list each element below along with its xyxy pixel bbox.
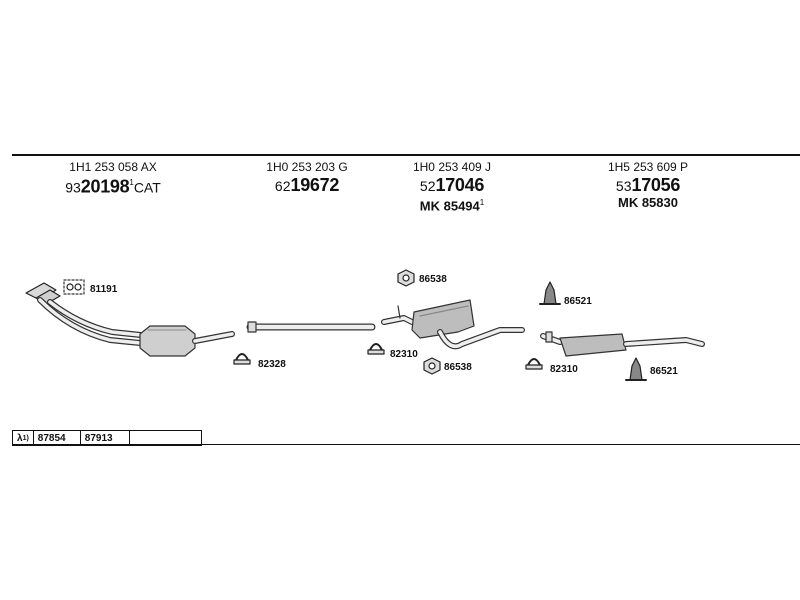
oem-number: 1H1 253 058 AX [69,160,157,174]
table-cell: 87854 [34,431,81,445]
oem-number: 1H5 253 609 P [607,160,689,174]
group-catalyst: 1H1 253 058 AX 93201981CAT [58,160,168,197]
hanger-icon [625,357,647,381]
footer-rule [12,444,800,445]
group-middle-silencer: 1H0 253 409 J 5217046 MK 854941 [397,160,507,214]
header-rule [12,154,800,156]
rubber-ring-icon [423,357,441,375]
front-pipe [246,321,376,333]
clamp-label: 82328 [258,359,286,370]
manifold-downpipe [25,282,153,347]
table-cell-empty [130,431,201,445]
gasket-label: 81191 [90,284,118,295]
clamp-icon [525,358,543,370]
part-number: 93201981CAT [65,176,161,197]
clamp-icon [233,353,251,365]
gasket-icon [63,279,85,295]
hanger-label: 86521 [650,366,678,377]
rubber-ring-label: 86538 [419,274,447,285]
oem-number: 1H0 253 203 G [266,160,348,174]
rubber-ring-icon [397,269,415,287]
part-number: 5217046 [419,175,485,195]
mounting-kit-number: MK 85830 [618,195,678,210]
group-rear-silencer: 1H5 253 609 P 5317056 MK 85830 [593,160,703,211]
catalytic-converter [139,325,235,357]
oem-number: 1H0 253 409 J [412,160,492,174]
clamp-label: 82310 [550,364,578,375]
hanger-icon [539,281,561,305]
table-cell: 87913 [81,431,130,445]
hanger-label: 86521 [564,296,592,307]
group-front-pipe: 1H0 253 203 G 6219672 [252,160,362,195]
rear-silencer [540,331,705,357]
clamp-icon [367,343,385,355]
mounting-kit-number: MK 854941 [419,198,485,214]
part-number: 6219672 [274,175,340,195]
clamp-label: 82310 [390,349,418,360]
middle-silencer [381,299,525,350]
rubber-ring-label: 86538 [444,362,472,373]
part-number: 5317056 [615,175,681,195]
